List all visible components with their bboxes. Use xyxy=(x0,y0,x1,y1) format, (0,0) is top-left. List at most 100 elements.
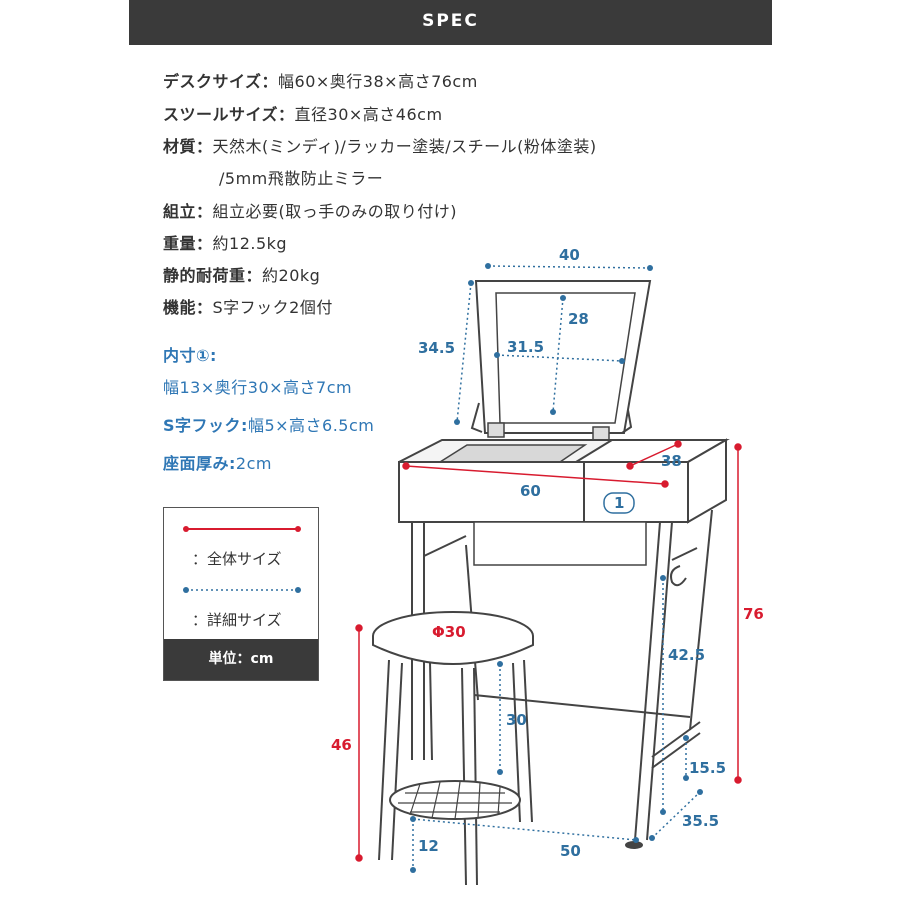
inner-label: S字フック: xyxy=(163,416,248,435)
overall-dot-left xyxy=(183,526,189,532)
inner-label: 内寸①: xyxy=(163,346,217,365)
stool-leg-front-left xyxy=(378,659,390,861)
desk-width-dot-a xyxy=(402,462,410,470)
back-rail xyxy=(473,694,691,718)
spec-value: 天然木(ミンディ)/ラッカー塗装/スチール(粉体塗装) xyxy=(212,137,597,156)
spec-value: S字フック2個付 xyxy=(212,298,333,317)
front-right-leg xyxy=(634,521,661,841)
spec-label: 機能： xyxy=(163,298,213,317)
spec-value: 約20kg xyxy=(262,266,321,285)
desk-depth-label: 38 xyxy=(661,452,682,470)
hook-bar xyxy=(671,547,698,561)
spec-assembly: 組立：組立必要(取っ手のみの取り付け) xyxy=(163,198,457,222)
knee-height-label: 42.5 xyxy=(668,646,705,664)
spec-label: 静的耐荷重： xyxy=(163,266,263,285)
spec-value: 幅60×奥行38×高さ76cm xyxy=(278,72,478,91)
stool-footrest-grid xyxy=(398,781,512,820)
spec-stool-size: スツールサイズ：直径30×高さ46cm xyxy=(163,101,443,125)
spec-value: 直径30×高さ46cm xyxy=(294,105,443,124)
compartment-badge xyxy=(603,492,635,514)
stool-drawing xyxy=(372,611,534,886)
spec-label: 組立： xyxy=(163,202,213,221)
stool-leg-front-right-edge xyxy=(523,659,533,823)
lid-support-left xyxy=(470,402,483,433)
overall-dot-right xyxy=(295,526,301,532)
stool-height-label: 46 xyxy=(331,736,352,754)
foot-height-label: 12 xyxy=(418,837,439,855)
stool-leg-back xyxy=(461,667,467,886)
hinge-right xyxy=(592,426,610,442)
spec-label: 重量： xyxy=(163,234,213,253)
stool-seat-edge xyxy=(372,636,534,665)
stool-diameter-label: Φ30 xyxy=(432,623,466,641)
detail-dot-right xyxy=(295,587,301,593)
spec-material-cont: /5mm飛散防止ミラー xyxy=(219,165,383,189)
detail-dimensions xyxy=(412,265,701,870)
spec-label: スツールサイズ： xyxy=(163,105,295,124)
spec-title: SPEC xyxy=(422,11,479,31)
spec-label: デスクサイズ： xyxy=(163,72,279,91)
spec-material: 材質：天然木(ミンディ)/ラッカー塗装/スチール(粉体塗装) xyxy=(163,133,597,157)
mirror-width-label: 40 xyxy=(559,246,580,264)
legend-box: ：全体サイズ ：詳細サイズ 単位：cm xyxy=(163,507,319,681)
stool-height-dot-a xyxy=(355,624,363,632)
lid-support-right xyxy=(621,409,633,434)
stool-span-label: 30 xyxy=(506,711,527,729)
detail-dot-left xyxy=(183,587,189,593)
spec-header: SPEC xyxy=(129,0,772,45)
desk-width-dot-b xyxy=(661,480,669,488)
inner-label: 座面厚み: xyxy=(163,454,236,473)
stool-footrest-ring xyxy=(389,780,521,820)
spec-function: 機能：S字フック2個付 xyxy=(163,294,333,318)
mirror-width-line xyxy=(487,265,651,269)
desk-height-dot-a xyxy=(734,443,742,451)
desk-depth-dot-b xyxy=(674,440,682,448)
spec-load: 静的耐荷重：約20kg xyxy=(163,262,320,286)
spec-value: /5mm飛散防止ミラー xyxy=(219,169,384,188)
detail-dots xyxy=(410,263,703,873)
leg-width-label: 50 xyxy=(560,842,581,860)
left-brace xyxy=(423,535,467,557)
desk-front-apron xyxy=(398,461,689,523)
desk-side-apron xyxy=(687,438,727,524)
stool-leg-back-edge xyxy=(473,667,478,886)
mirror-inner-height-line xyxy=(552,297,564,413)
inner-value: 幅13×奥行30×高さ7cm xyxy=(163,378,353,397)
compartment-label: 1 xyxy=(614,494,624,512)
s-hook xyxy=(670,565,687,587)
desk-height-dot-b xyxy=(734,776,742,784)
inner-size-value: 幅13×奥行30×高さ7cm xyxy=(163,374,352,398)
leg-width-line xyxy=(412,818,637,841)
mirror-height-line xyxy=(456,282,472,423)
desk-height-label: 76 xyxy=(743,605,764,623)
legend-overall-label: ：全体サイズ xyxy=(192,550,282,568)
mirror-inner-width-label: 31.5 xyxy=(507,338,544,356)
spec-value: 組立必要(取っ手のみの取り付け) xyxy=(212,202,458,221)
desk-drawing xyxy=(398,280,730,849)
desk-width-label: 60 xyxy=(520,482,541,500)
rail-height-label: 15.5 xyxy=(689,759,726,777)
leg-depth-line xyxy=(651,791,701,839)
mirror-height-label: 34.5 xyxy=(418,339,455,357)
under-drawer xyxy=(473,521,647,566)
spec-weight: 重量：約12.5kg xyxy=(163,230,287,254)
stool-leg-rear xyxy=(429,661,433,761)
vanity-cavity xyxy=(437,444,588,463)
side-rail xyxy=(651,721,701,758)
hinge-left xyxy=(487,422,505,438)
spec-desk-size: デスクサイズ：幅60×奥行38×高さ76cm xyxy=(163,68,478,92)
seat-thickness: 座面厚み:2cm xyxy=(163,450,272,474)
legend-lines xyxy=(183,526,301,593)
back-right-leg xyxy=(689,509,713,731)
hook-size: S字フック:幅5×高さ6.5cm xyxy=(163,412,374,436)
mirror-inner-height-label: 28 xyxy=(568,310,589,328)
leg-depth-label: 35.5 xyxy=(682,812,719,830)
desk-depth-line xyxy=(629,443,679,467)
spec-value: 約12.5kg xyxy=(212,234,288,253)
side-rail-edge xyxy=(651,732,701,769)
inner-size-title: 内寸①: xyxy=(163,342,217,366)
desk-foot xyxy=(625,841,643,849)
desk-width-line xyxy=(405,465,666,485)
overall-dimensions xyxy=(355,440,742,862)
inner-value: 幅5×高さ6.5cm xyxy=(247,416,375,435)
